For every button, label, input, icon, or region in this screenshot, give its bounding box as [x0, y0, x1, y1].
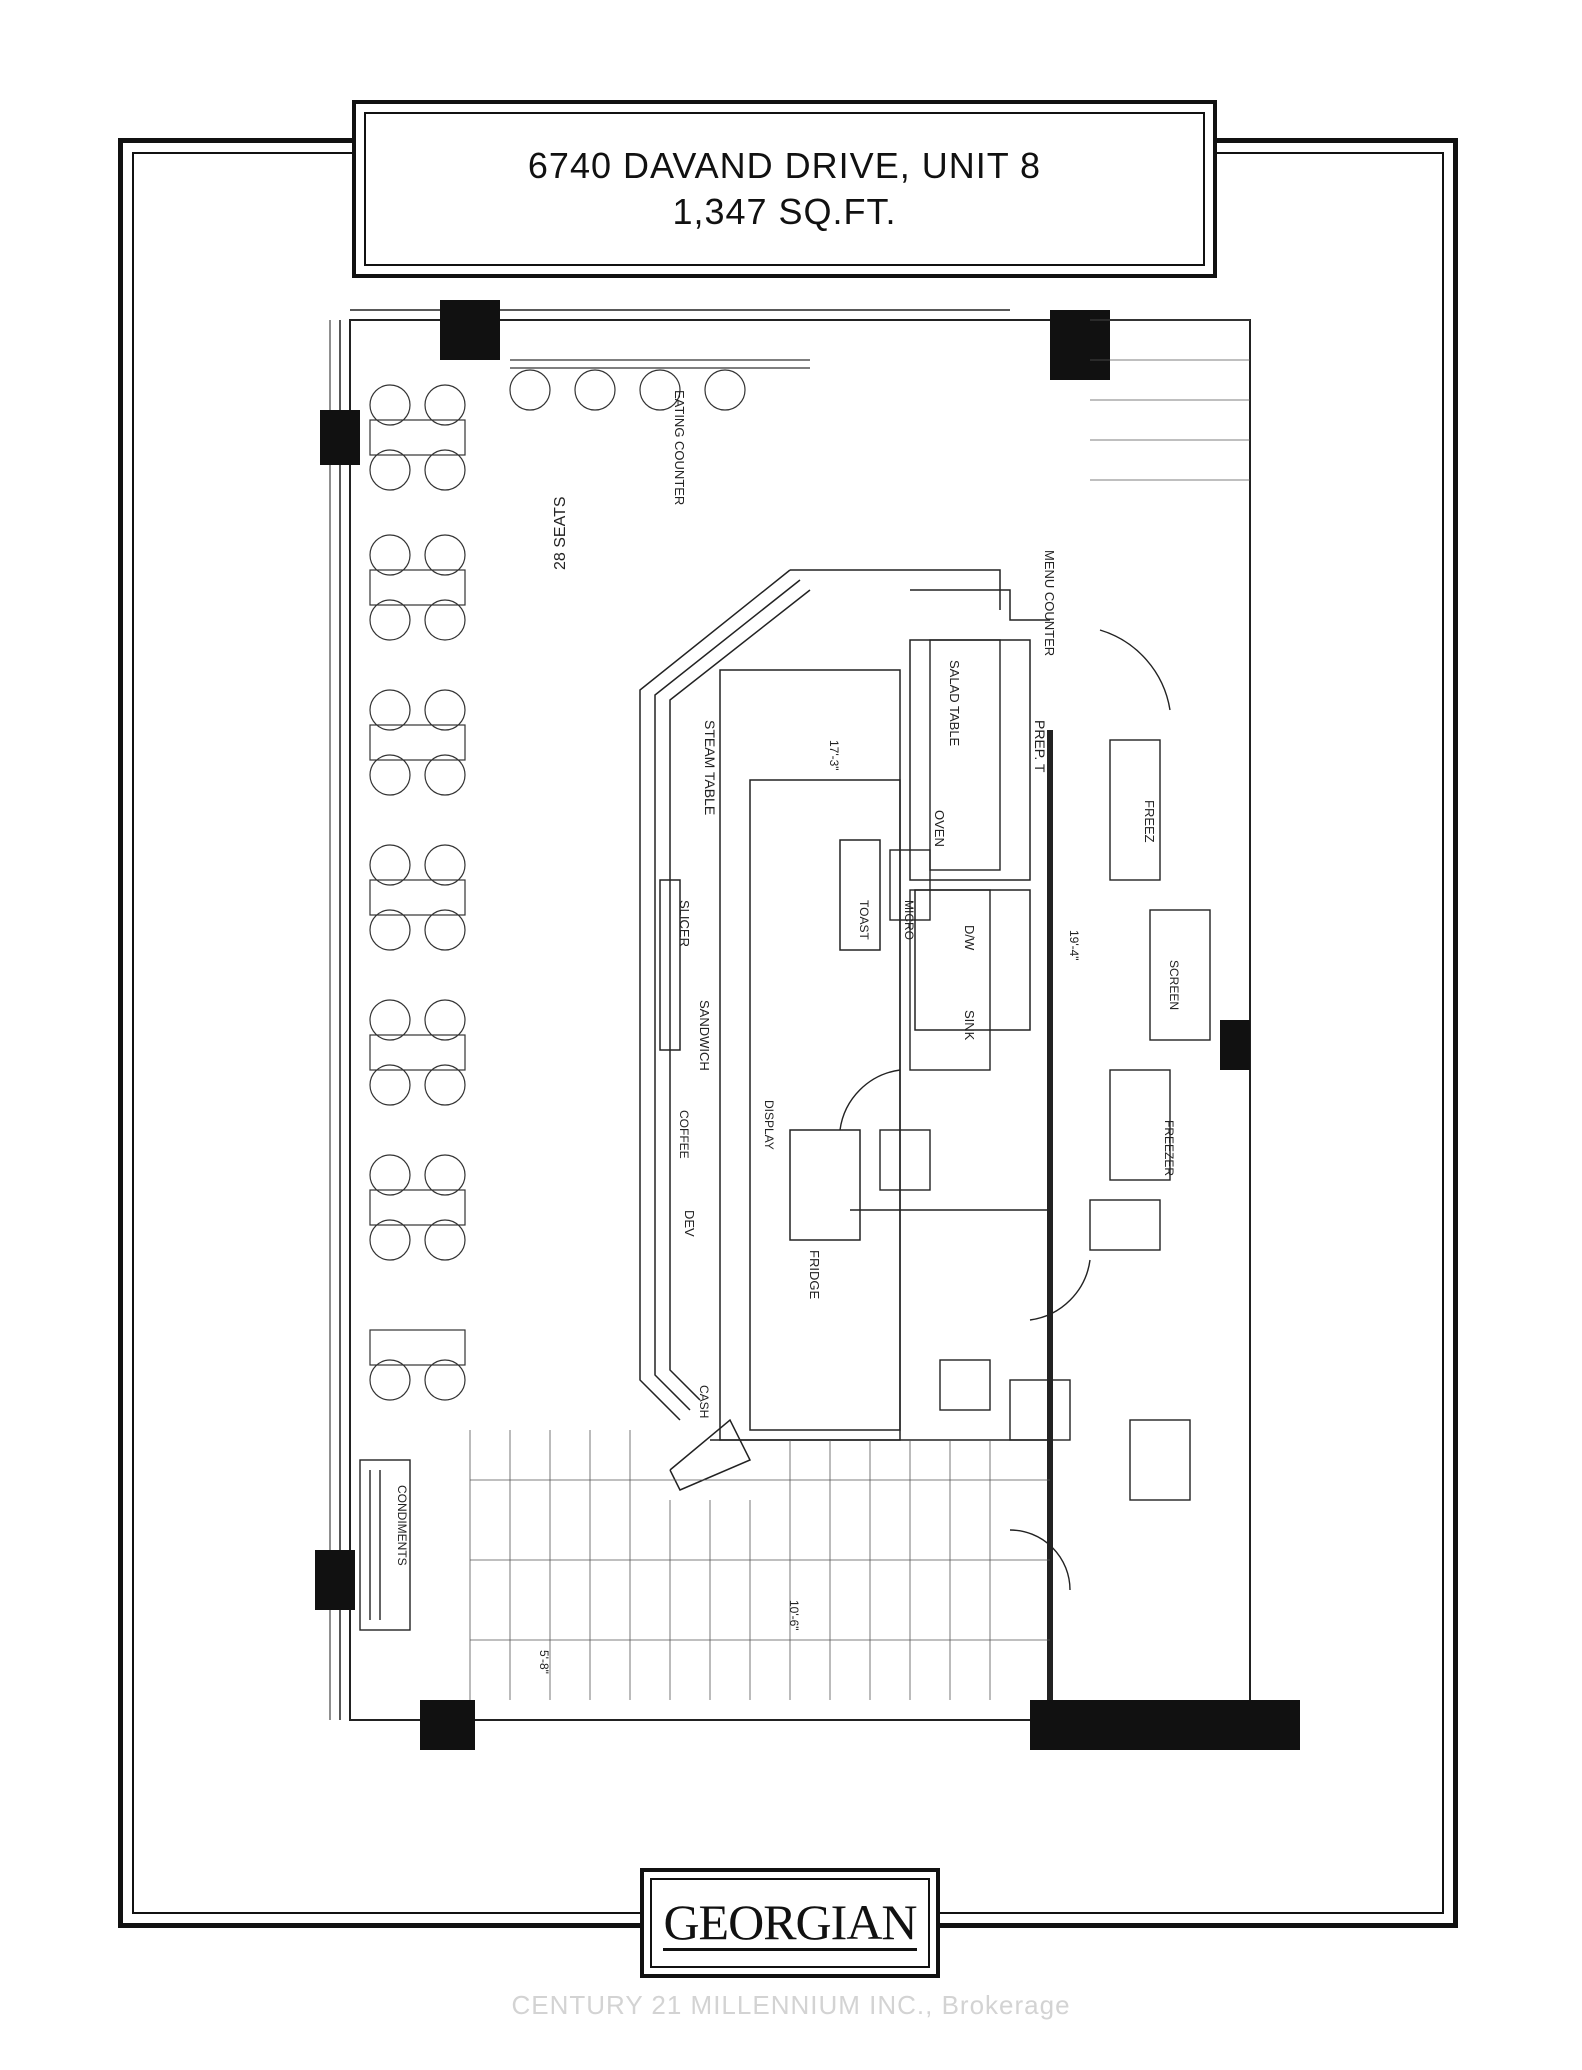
structural-columns — [315, 300, 1300, 1750]
label-screen: SCREEN — [1167, 960, 1181, 1010]
label-menu-counter: MENU COUNTER — [1042, 550, 1057, 656]
label-eating-counter: EATING COUNTER — [672, 390, 687, 505]
title-box: 6740 DAVAND DRIVE, UNIT 8 1,347 SQ.FT. — [352, 100, 1217, 278]
label-sink: SINK — [962, 1010, 977, 1041]
seating-area — [369, 359, 810, 1401]
label-seats: 28 SEATS — [552, 496, 569, 570]
label-salad-table: SALAD TABLE — [947, 660, 962, 747]
label-dev: DEV — [682, 1210, 697, 1237]
label-freezer: FREEZER — [1162, 1120, 1176, 1176]
label-cash: CASH — [697, 1385, 711, 1418]
property-area: 1,347 SQ.FT. — [672, 191, 897, 232]
kitchen-equipment — [710, 629, 1211, 1591]
label-steam-table: STEAM TABLE — [702, 720, 718, 815]
label-dw: D/W — [962, 925, 977, 951]
logo-inner: GEORGIAN — [650, 1878, 930, 1968]
label-toast: TOAST — [857, 900, 871, 940]
label-dim-d: 5'-8" — [537, 1650, 551, 1674]
label-sandwich: SANDWICH — [697, 1000, 712, 1071]
floor-plan: 28 SEATS EATING COUNTER MENU COUNTER SAL… — [310, 300, 1300, 1760]
label-dim-a: 17'-3" — [827, 740, 841, 771]
label-dim-b: 19'-4" — [1067, 930, 1081, 961]
label-fridge: FRIDGE — [807, 1250, 822, 1299]
label-dim-c: 10'-6" — [787, 1600, 801, 1631]
label-oven: OVEN — [932, 810, 947, 847]
label-prep-t: PREP. T — [1032, 720, 1048, 773]
georgian-logo: GEORGIAN — [663, 1893, 918, 1951]
label-freezer-top: FREEZ — [1142, 800, 1157, 843]
logo-box: GEORGIAN — [640, 1868, 940, 1978]
title-box-inner: 6740 DAVAND DRIVE, UNIT 8 1,347 SQ.FT. — [364, 112, 1205, 266]
floor-plan-drawing: 28 SEATS EATING COUNTER MENU COUNTER SAL… — [315, 300, 1300, 1750]
floor-hatching — [469, 319, 1250, 1700]
label-micro: MICRO — [902, 900, 916, 940]
label-display-cooler: DISPLAY — [762, 1100, 776, 1150]
label-slicer: SLICER — [677, 900, 692, 947]
label-condiments: CONDIMENTS — [395, 1485, 409, 1566]
brokerage-watermark: CENTURY 21 MILLENNIUM INC., Brokerage — [511, 1990, 1071, 2020]
label-coffee: COFFEE — [677, 1110, 691, 1159]
plan-labels: 28 SEATS EATING COUNTER MENU COUNTER SAL… — [395, 390, 1181, 1674]
condiments-unit — [359, 1459, 411, 1631]
property-address: 6740 DAVAND DRIVE, UNIT 8 — [527, 145, 1042, 186]
